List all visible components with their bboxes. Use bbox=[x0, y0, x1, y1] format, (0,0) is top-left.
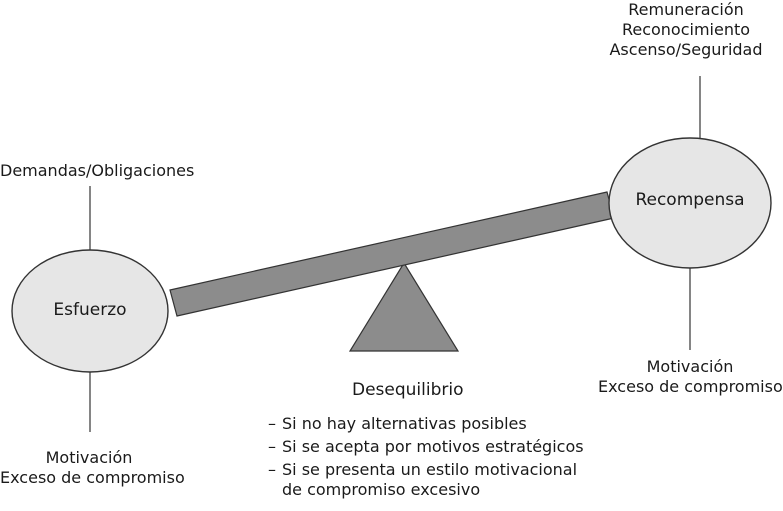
reward-oval bbox=[608, 137, 772, 269]
condition-item: –Si se presenta un estilo motivacional bbox=[268, 460, 584, 480]
fulcrum-triangle bbox=[348, 261, 460, 352]
condition-item: –Si no hay alternativas posibles bbox=[268, 414, 584, 434]
dash-bullet: – bbox=[268, 460, 276, 479]
right-bottom-label-1: Motivación bbox=[646, 357, 734, 376]
right-top-label-2: Reconocimiento bbox=[621, 20, 751, 39]
reward-label: Recompensa bbox=[635, 190, 745, 210]
dash-bullet: – bbox=[268, 437, 276, 456]
condition-text: Si se presenta un estilo motivacional bbox=[282, 460, 578, 479]
left-top-label: Demandas/Obligaciones bbox=[0, 161, 195, 180]
imbalance-title: Desequilibrio bbox=[352, 380, 464, 400]
effort-label: Esfuerzo bbox=[53, 300, 127, 320]
right-top-labels: Remuneración Reconocimiento Ascenso/Segu… bbox=[600, 0, 772, 60]
condition-item-continuation: de compromiso excesivo bbox=[268, 480, 584, 500]
dash-bullet: – bbox=[268, 414, 276, 433]
right-top-label-1: Remuneración bbox=[628, 0, 744, 19]
right-top-label-3: Ascenso/Seguridad bbox=[609, 40, 763, 59]
condition-text: de compromiso excesivo bbox=[282, 480, 481, 499]
imbalance-conditions: –Si no hay alternativas posibles –Si se … bbox=[268, 414, 584, 503]
condition-item: –Si se acepta por motivos estratégicos bbox=[268, 437, 584, 457]
condition-text: Si no hay alternativas posibles bbox=[282, 414, 527, 433]
right-bottom-label-2: Exceso de compromiso bbox=[598, 377, 783, 396]
left-bottom-labels: Motivación Exceso de compromiso bbox=[0, 448, 185, 488]
right-bottom-labels: Motivación Exceso de compromiso bbox=[598, 357, 783, 397]
left-bottom-label-2: Exceso de compromiso bbox=[0, 468, 185, 487]
effort-oval bbox=[11, 249, 169, 373]
condition-text: Si se acepta por motivos estratégicos bbox=[282, 437, 584, 456]
left-bottom-label-1: Motivación bbox=[45, 448, 133, 467]
